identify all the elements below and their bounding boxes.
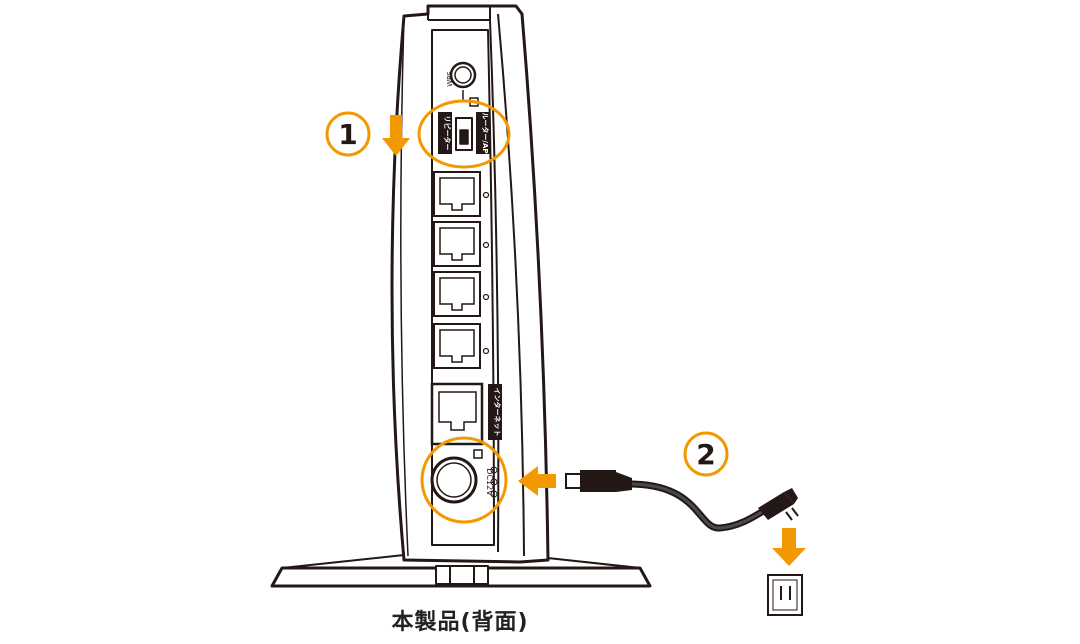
mode-switch-highlight (417, 99, 511, 169)
power-outlet-icon (767, 574, 803, 616)
internet-port (430, 382, 484, 446)
wps-label: WPS (446, 71, 454, 87)
lan-port-1 (433, 171, 490, 217)
insert-arrow-icon (518, 466, 556, 496)
step-1-badge (325, 111, 371, 157)
step-2-number: 2 (696, 438, 715, 471)
dc-power-jack (430, 456, 478, 504)
arrow-icon (382, 115, 410, 156)
polarity-icon (490, 466, 498, 498)
plug-in-arrow-icon (772, 528, 806, 566)
step-1-number: 1 (338, 118, 357, 151)
lan-port-3 (433, 271, 490, 317)
lan-port-4 (433, 323, 490, 369)
dc-power-label: DC12V (485, 468, 494, 496)
mode-label-repeater: リピーター (443, 116, 452, 151)
mode-label-router-ap: ルーター/AP (481, 112, 490, 153)
dc-jack-highlight (420, 436, 508, 524)
ac-adapter-cable (565, 470, 799, 532)
step-2-badge (683, 431, 729, 477)
diagram-caption: 本製品(背面) (391, 610, 529, 635)
lan-port-2 (433, 221, 490, 267)
internet-label: インターネット (493, 388, 502, 437)
